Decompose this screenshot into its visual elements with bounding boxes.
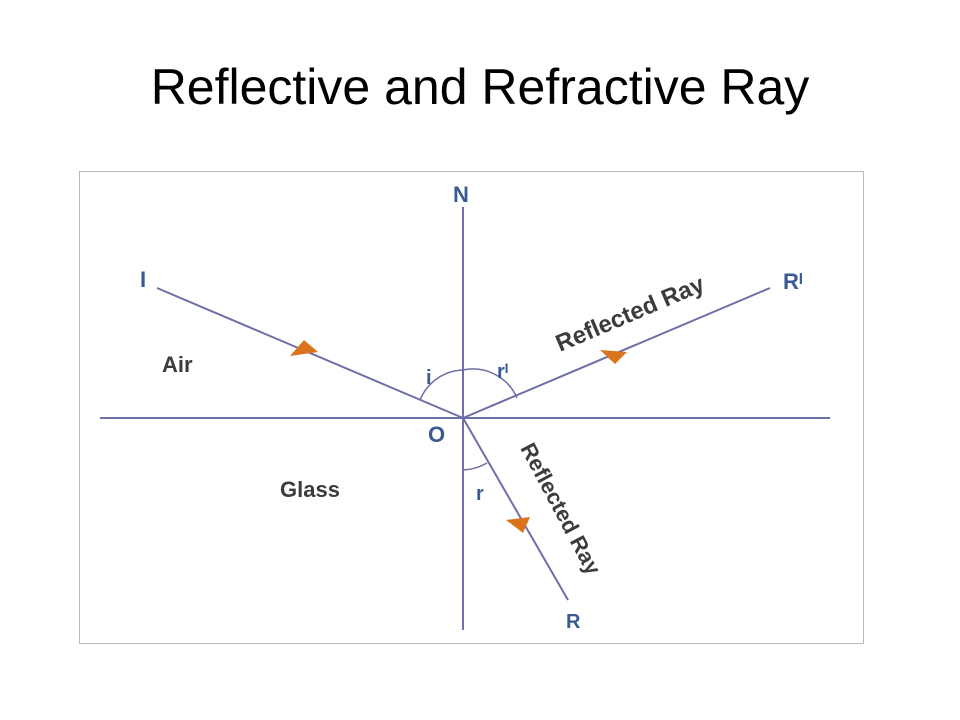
- label-origin: O: [428, 422, 445, 447]
- refracted-arrow-icon: [506, 517, 530, 533]
- label-reflected-ray: Reflected Ray: [552, 270, 709, 357]
- label-medium-glass: Glass: [280, 477, 340, 502]
- reflected-arrow-icon: [600, 350, 627, 364]
- angle-arc-incidence: [419, 369, 464, 401]
- label-incident-point: I: [140, 267, 146, 292]
- label-angle-refraction: r: [476, 483, 484, 505]
- incident-arrow-icon: [290, 340, 318, 356]
- label-angle-reflection: rᴵ: [497, 361, 508, 383]
- label-reflected-point: Rᴵ: [783, 269, 803, 294]
- label-angle-incidence: i: [426, 367, 432, 389]
- label-refracted-ray: Reflected Ray: [516, 439, 607, 580]
- angle-arc-refraction: [462, 462, 488, 471]
- diagram-frame: [79, 171, 864, 644]
- label-normal: N: [453, 182, 469, 207]
- label-refracted-point: R: [566, 611, 581, 633]
- angle-arc-reflection: [462, 368, 518, 399]
- refracted-ray: [462, 417, 569, 601]
- label-medium-air: Air: [162, 352, 193, 377]
- slide-title: Reflective and Refractive Ray: [150, 59, 810, 115]
